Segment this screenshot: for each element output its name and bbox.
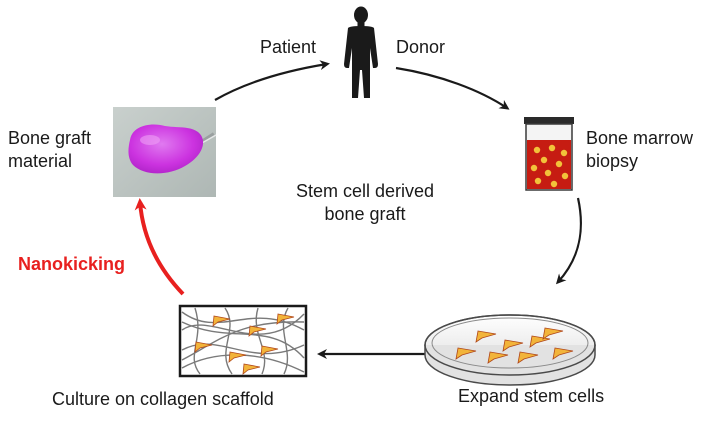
donor-label: Donor (396, 37, 446, 57)
scaffold-cells (194, 313, 295, 375)
expand-stem-cells-label: Expand stem cells (458, 386, 605, 406)
bone-graft-photo (113, 107, 217, 197)
nanokicking-label: Nanokicking (18, 254, 126, 274)
collagen-scaffold-icon (178, 304, 308, 378)
nanokicking-arrow (134, 198, 185, 296)
arrow-donor-to-biopsy (395, 66, 510, 110)
person-silhouette-icon (344, 6, 378, 98)
bone-graft-label-line2: material (8, 151, 73, 171)
bone-marrow-label-line2: biopsy (586, 151, 639, 171)
culture-label: Culture on collagen scaffold (52, 389, 274, 409)
bone-graft-label-line1: Bone graft (8, 128, 92, 148)
petri-dish-icon (424, 314, 596, 386)
center-label-line2: bone graft (324, 204, 406, 224)
bone-marrow-label-line1: Bone marrow (586, 128, 694, 148)
arrow-biopsy-to-dish (555, 197, 583, 285)
stem-cells (455, 327, 574, 364)
center-label-line1: Stem cell derived (295, 181, 435, 201)
biopsy-tube-icon (524, 117, 574, 191)
arrow-graft-to-patient (214, 60, 330, 101)
patient-label: Patient (260, 37, 317, 57)
